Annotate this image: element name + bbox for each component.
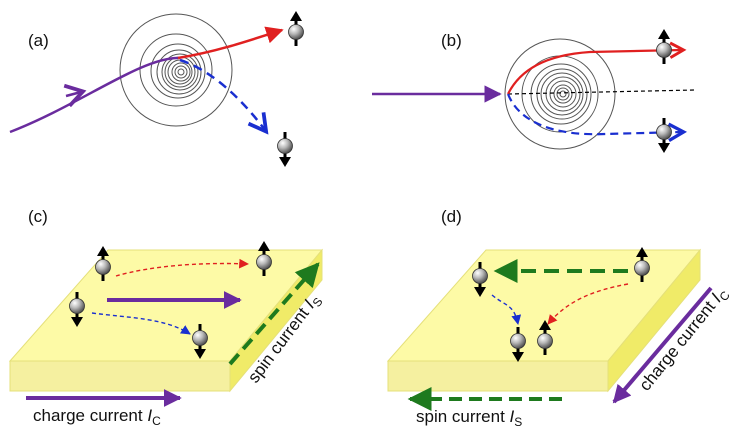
spin-down-electron [69, 292, 85, 327]
charge-current-label: charge current IC [33, 406, 161, 428]
spin-up-electron [95, 246, 111, 281]
sample-slab-d [386, 248, 702, 393]
spin-arrowhead-icon [636, 247, 648, 257]
spin-up-trajectory-b [507, 50, 682, 95]
panel-d-label: (d) [441, 207, 462, 226]
spin-down-electron [656, 118, 672, 153]
spin-up-deflection-path-d [547, 283, 629, 325]
electron-sphere-icon [256, 254, 272, 270]
slab-front-face [9, 360, 231, 392]
spin-down-electron [277, 132, 293, 167]
electron-sphere-icon [192, 330, 208, 346]
electron-sphere-icon [69, 298, 85, 314]
electron-sphere-icon [277, 138, 293, 154]
spin-current-label-d: spin current IS [416, 407, 522, 429]
spin-arrowhead-icon [474, 287, 486, 297]
spin-up-electron [288, 11, 304, 46]
incident-direction-arrowhead [63, 83, 87, 108]
incident-electron-path [9, 56, 179, 134]
spin-down-deflection-path-d [491, 294, 522, 325]
panel-b: (b) [372, 31, 696, 150]
panel-c-label: (c) [28, 207, 48, 226]
incident-axis-line [507, 89, 696, 95]
spin-arrowhead-icon [194, 349, 206, 359]
electron-sphere-icon [472, 268, 488, 284]
spin-current-arrow [228, 262, 320, 366]
electron-sphere-icon [656, 42, 672, 58]
spin-arrowhead-icon [71, 317, 83, 327]
spin-arrowhead-icon [97, 246, 109, 256]
spin-up-electron [537, 320, 553, 355]
electrons-layer [69, 11, 672, 362]
sample-slab [8, 248, 324, 393]
spin-down-electron [192, 324, 208, 359]
electron-sphere-icon [634, 260, 650, 276]
panel-a: (a) [9, 13, 284, 134]
electron-sphere-icon [95, 259, 111, 275]
charge-current-arrow-d [612, 286, 713, 404]
panel-d: (d) spin current IS charge current IC [386, 207, 733, 429]
spin-arrowhead-icon [279, 157, 291, 167]
spin-down-trajectory [179, 58, 265, 130]
spin-down-electron [510, 327, 526, 362]
electron-sphere-icon [288, 24, 304, 40]
spin-up-electron [656, 29, 672, 64]
slab-side-face-d [607, 248, 701, 393]
spin-down-electron [472, 262, 488, 297]
panel-b-label: (b) [441, 31, 462, 50]
panel-c: (c) charge current IC spin current IS [8, 207, 326, 428]
spin-up-trajectory [177, 26, 284, 60]
spin-up-electron [256, 241, 272, 276]
spin-arrowhead-icon [258, 241, 270, 251]
spin-arrowhead-icon [512, 352, 524, 362]
spin-arrowhead-icon [290, 11, 302, 21]
electron-sphere-icon [537, 333, 553, 349]
spin-up-electron [634, 247, 650, 282]
electron-sphere-icon [656, 124, 672, 140]
slab-front-face-d [387, 360, 609, 392]
electron-sphere-icon [510, 333, 526, 349]
spin-arrowhead-icon [658, 143, 670, 153]
scattering-potential-contours [119, 13, 233, 127]
panel-a-label: (a) [28, 31, 49, 50]
spin-down-trajectory-b [506, 93, 682, 134]
spin-down-deflection-path [91, 312, 191, 335]
spin-arrowhead-icon [658, 29, 670, 39]
spin-arrowhead-icon [539, 320, 551, 330]
